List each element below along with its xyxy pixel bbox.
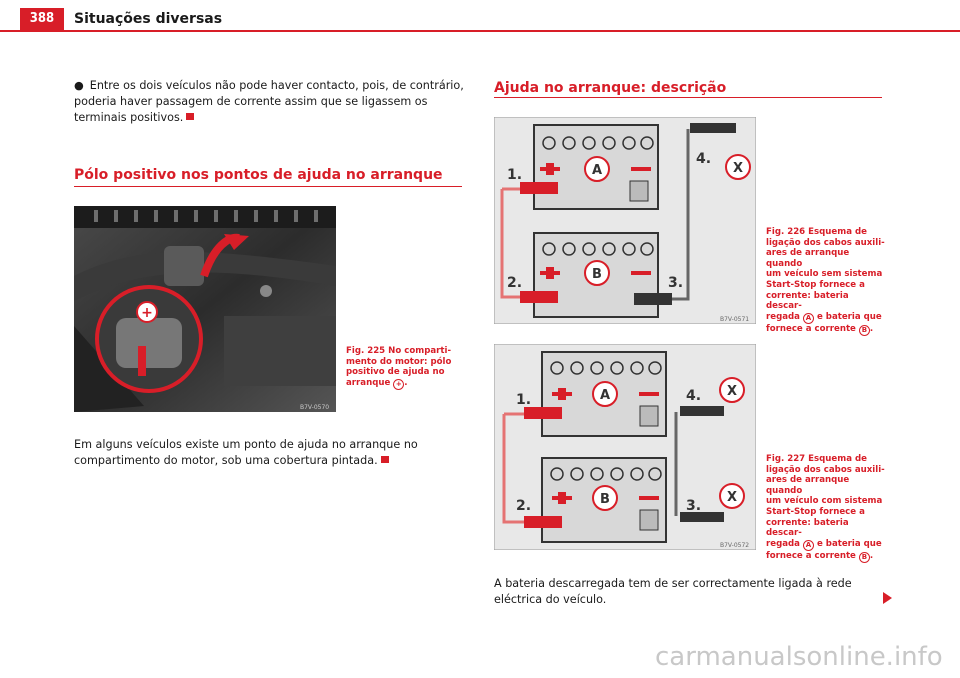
battery-connection-paragraph: A bateria descarregada tem de ser correc… (494, 577, 852, 606)
fig227-battery-a-label: A (600, 388, 610, 403)
fig227-caption: Fig. 227 Esquema de ligação dos cabos au… (766, 454, 885, 563)
next-page-arrow-icon[interactable] (883, 592, 892, 604)
fig226-caption-tail: e bateria que (816, 311, 882, 322)
fig226-caption: Fig. 226 Esquema de ligação dos cabos au… (766, 227, 885, 336)
engine-paragraph-text: Em alguns veículos existe um ponto de aj… (74, 438, 418, 467)
header-rule (0, 30, 960, 32)
bullet-paragraph: ●Entre os dois veículos não pode haver c… (74, 78, 464, 126)
fig227-caption-line: corrente: bateria descar- (766, 517, 849, 539)
fig226-step-4: 4. (696, 151, 711, 167)
page-header-title: Situações diversas (74, 11, 223, 27)
fig227-caption-tail: e bateria que (816, 538, 882, 549)
circle-a-icon: A (802, 539, 814, 551)
fig225-caption-line: Fig. 225 No comparti- (346, 346, 452, 356)
section-title-positive-pole: Pólo positivo nos pontos de ajuda no arr… (74, 167, 443, 183)
engine-compartment-paragraph: Em alguns veículos existe um ponto de aj… (74, 437, 466, 469)
fig227-step-4: 4. (686, 388, 701, 404)
fig225-caption-line: arranque (346, 377, 391, 388)
circle-b-icon: B (858, 551, 870, 563)
circle-b-icon: B (858, 324, 870, 336)
fig227-caption-line: Fig. 227 Esquema de (766, 454, 867, 464)
fig226-step-2: 2. (507, 275, 522, 291)
fig225-engine-photo: + B7V-0570 (74, 206, 336, 412)
fig226-step-1: 1. (507, 167, 522, 183)
fig227-step-1: 1. (516, 392, 531, 408)
fig226-caption-line: corrente: bateria descar- (766, 290, 849, 312)
fig227-step-2: 2. (516, 498, 531, 514)
fig225-plus-symbol: + (141, 305, 153, 321)
fig226-caption-tail: fornece a corrente (766, 323, 856, 334)
fig227-caption-line: ligação dos cabos auxili- (766, 464, 885, 475)
fig225-caption: Fig. 225 No comparti- mento do motor: pó… (346, 346, 461, 390)
fig227-x-bottom-label: X (727, 490, 737, 505)
fig227-caption-tail: regada (766, 538, 800, 549)
fig225-code: B7V-0570 (300, 404, 329, 411)
fig227-caption-line: um veículo com sistema (766, 496, 883, 507)
plus-circle-icon: + (393, 378, 405, 390)
fig227-code: B7V-0572 (720, 542, 749, 549)
fig226-caption-line: ligação dos cabos auxili- (766, 237, 885, 248)
end-marker-icon (186, 113, 195, 120)
fig226-diagram: A B X 1. 2. 3. 4. B7V-0571 (493, 116, 757, 325)
fig227-x-top-label: X (727, 384, 737, 399)
end-marker-icon (380, 456, 389, 463)
fig226-caption-line: Start-Stop fornece a (766, 279, 865, 290)
bullet-text: Entre os dois veículos não pode haver co… (74, 79, 464, 124)
page-number: 388 (20, 8, 64, 30)
fig226-battery-a-label: A (592, 163, 602, 178)
fig226-step-3: 3. (668, 275, 683, 291)
fig227-caption-line: Start-Stop fornece a (766, 506, 865, 517)
fig226-caption-line: um veículo sem sistema (766, 269, 883, 280)
fig226-caption-tail: regada (766, 311, 800, 322)
bullet-dot: ● (74, 79, 84, 92)
fig227-battery-b-label: B (600, 492, 610, 507)
fig225-caption-line: mento do motor: pólo (346, 356, 452, 367)
fig226-caption-line: Fig. 226 Esquema de (766, 227, 867, 237)
fig226-code: B7V-0571 (720, 316, 749, 323)
watermark: carmanualsonline.info (655, 642, 943, 672)
section-rule (74, 186, 462, 187)
fig226-x-label: X (733, 161, 743, 176)
fig226-battery-b-label: B (592, 267, 602, 282)
fig227-caption-line: ares de arranque quando (766, 475, 850, 496)
fig227-step-3: 3. (686, 498, 701, 514)
fig226-caption-line: ares de arranque quando (766, 248, 850, 269)
fig227-diagram: A B X X 1. 2. 3. 4. B7V-0572 (493, 343, 757, 551)
section-rule (494, 97, 882, 98)
circle-a-icon: A (802, 312, 814, 324)
section-title-jump-start: Ajuda no arranque: descrição (494, 80, 727, 96)
fig225-caption-line: positivo de ajuda no (346, 367, 445, 378)
fig227-caption-tail: fornece a corrente (766, 550, 856, 561)
